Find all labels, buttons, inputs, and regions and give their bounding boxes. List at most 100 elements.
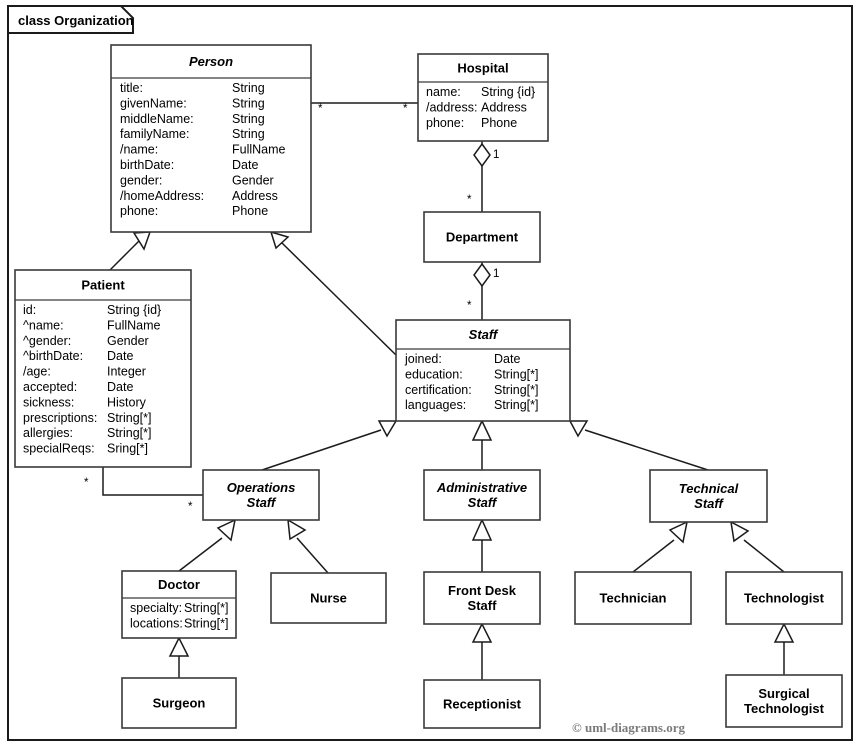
multiplicity-patient-ops-near-ops: * bbox=[188, 501, 193, 513]
link-nurse-operations-staff bbox=[296, 537, 329, 574]
link-patient-operations-staff bbox=[102, 467, 203, 496]
class-box-doctor[interactable]: Doctorspecialty:String[*]locations:Strin… bbox=[121, 570, 237, 639]
attribute-type: Date bbox=[232, 158, 258, 172]
attribute-type: Address bbox=[232, 189, 278, 203]
attribute-name: ^gender: bbox=[23, 334, 71, 348]
attribute-name: birthDate: bbox=[120, 158, 174, 172]
class-box-technologist[interactable]: Technologist bbox=[725, 571, 843, 625]
multiplicity-person-hospital-near-person: * bbox=[318, 103, 323, 115]
attribute-type: String bbox=[232, 81, 265, 95]
attribute-type: Phone bbox=[481, 116, 517, 130]
attribute-type: Address bbox=[481, 100, 527, 114]
class-name-label: Staff bbox=[468, 495, 498, 510]
attribute-name: phone: bbox=[426, 116, 464, 130]
attribute-type: String[*] bbox=[184, 616, 228, 630]
class-name-label: Doctor bbox=[158, 577, 200, 592]
multiplicity-person-hospital-near-hospital: * bbox=[403, 103, 408, 115]
attribute-name: /age: bbox=[23, 365, 51, 379]
generalization-arrow-front-desk-staff bbox=[471, 518, 493, 541]
class-name-label: Nurse bbox=[310, 591, 347, 606]
attribute-name: specialReqs: bbox=[23, 442, 95, 456]
attribute-type: String[*] bbox=[494, 398, 538, 412]
attribute-type: String[*] bbox=[107, 411, 151, 425]
attribute-name: /address: bbox=[426, 100, 477, 114]
class-box-outline bbox=[725, 674, 843, 728]
multiplicity-hospital-department-near-department: * bbox=[467, 194, 472, 206]
class-box-outline bbox=[725, 571, 843, 625]
link-patient-person bbox=[109, 239, 141, 271]
attribute-name: ^name: bbox=[23, 318, 64, 332]
attribute-type: Sring[*] bbox=[107, 442, 148, 456]
attribute-type: Date bbox=[494, 352, 520, 366]
attribute-type: String bbox=[232, 112, 265, 126]
composition-diamond-hospital bbox=[473, 142, 491, 168]
attribute-type: FullName bbox=[232, 143, 286, 157]
class-box-staff[interactable]: Staffjoined:Dateeducation:String[*]certi… bbox=[395, 319, 571, 422]
generalization-arrow-technician bbox=[668, 520, 689, 544]
class-name-label: Staff bbox=[247, 495, 277, 510]
class-name-label: Technical bbox=[679, 481, 739, 496]
frame-tab bbox=[7, 5, 134, 34]
class-box-receptionist[interactable]: Receptionist bbox=[423, 679, 541, 729]
multiplicity-labels: **1*1*** bbox=[84, 103, 499, 513]
class-box-outline bbox=[423, 679, 541, 729]
link-technologist-technical-staff bbox=[743, 539, 785, 573]
generalization-arrow-nurse bbox=[287, 518, 307, 541]
attribute-name: middleName: bbox=[120, 112, 194, 126]
class-box-department[interactable]: Department bbox=[423, 211, 541, 263]
class-box-outline bbox=[649, 469, 768, 523]
attribute-name: locations: bbox=[130, 616, 183, 630]
class-box-outline bbox=[121, 677, 237, 729]
attribute-name: name: bbox=[426, 85, 461, 99]
class-name-label: Staff bbox=[468, 598, 498, 613]
attribute-type: String bbox=[232, 96, 265, 110]
generalization-arrow-technologist bbox=[730, 520, 750, 543]
class-name-label: Staff bbox=[694, 496, 724, 511]
class-name-label: Surgical bbox=[758, 686, 809, 701]
generalization-arrow-surgeon bbox=[168, 636, 190, 657]
attribute-type: Gender bbox=[107, 334, 149, 348]
multiplicity-patient-ops-near-patient: * bbox=[84, 477, 89, 489]
class-box-person[interactable]: Persontitle:StringgivenName:Stringmiddle… bbox=[110, 44, 312, 233]
attribute-type: Gender bbox=[232, 173, 274, 187]
attribute-name: title: bbox=[120, 81, 143, 95]
attribute-type: Phone bbox=[232, 204, 268, 218]
attribute-type: Date bbox=[107, 380, 133, 394]
attribute-name: languages: bbox=[405, 398, 466, 412]
connectors bbox=[102, 102, 795, 680]
attribute-name: certification: bbox=[405, 383, 472, 397]
copyright-notice: © uml-diagrams.org bbox=[572, 720, 685, 735]
attribute-type: String[*] bbox=[494, 383, 538, 397]
link-staff-person bbox=[281, 242, 397, 356]
attribute-name: allergies: bbox=[23, 426, 73, 440]
class-boxes: Persontitle:StringgivenName:Stringmiddle… bbox=[14, 44, 843, 729]
generalization-arrow-surgical-technologist bbox=[773, 622, 795, 643]
link-doctor-operations-staff bbox=[178, 537, 223, 572]
class-box-nurse[interactable]: Nurse bbox=[270, 572, 387, 624]
attribute-name: specialty: bbox=[130, 601, 182, 615]
attribute-name: gender: bbox=[120, 173, 162, 187]
class-name-label: Staff bbox=[469, 327, 499, 342]
frame-title: class Organization bbox=[18, 13, 134, 28]
attribute-name: accepted: bbox=[23, 380, 77, 394]
attribute-type: Integer bbox=[107, 365, 146, 379]
class-box-technician[interactable]: Technician bbox=[574, 571, 692, 625]
attribute-name: givenName: bbox=[120, 96, 187, 110]
attribute-name: education: bbox=[405, 367, 463, 381]
class-box-surgeon[interactable]: Surgeon bbox=[121, 677, 237, 729]
class-box-outline bbox=[202, 469, 320, 521]
generalization-arrow-administrative-staff bbox=[471, 419, 493, 441]
attribute-name: id: bbox=[23, 303, 36, 317]
class-name-label: Operations bbox=[227, 480, 296, 495]
attribute-type: String bbox=[232, 127, 265, 141]
attribute-type: Date bbox=[107, 349, 133, 363]
class-box-outline bbox=[395, 319, 571, 422]
